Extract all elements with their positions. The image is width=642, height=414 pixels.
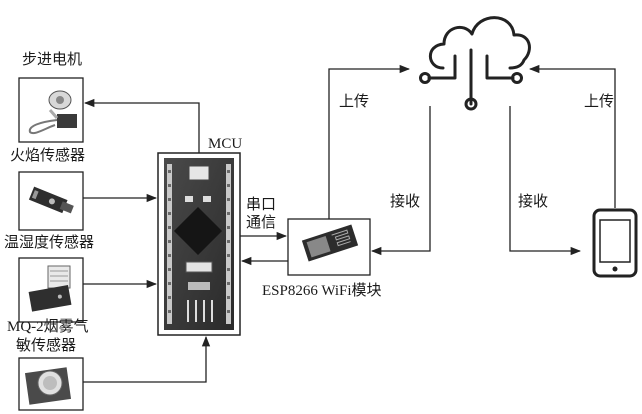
- upload-left-label: 上传: [339, 92, 370, 110]
- serial-label-line1: 串口: [246, 195, 277, 213]
- receive-right-label: 接收: [518, 192, 549, 210]
- flame-sensor-box: [18, 171, 84, 231]
- flame-label: 火焰传感器: [10, 146, 86, 164]
- arrow-mq2-to-mcu: [83, 335, 211, 383]
- stepper-motor-box: [18, 77, 84, 143]
- mcu-board: [157, 152, 241, 336]
- arrow-phone-upload: [528, 64, 616, 208]
- temp-humidity-sensor-box: [18, 257, 84, 323]
- smartphone-icon: [592, 208, 638, 278]
- wifi-label: ESP8266 WiFi模块: [262, 283, 382, 299]
- stepper-label: 步进电机: [22, 50, 83, 68]
- arrow-cloud-to-phone: [509, 106, 582, 256]
- cloud-network-icon: [419, 16, 531, 111]
- mq2-sensor-box: [18, 357, 84, 411]
- arrow-mcu-to-stepper: [83, 98, 200, 153]
- connections: [83, 64, 616, 383]
- arrow-wifi-upload: [328, 64, 411, 219]
- esp8266-module: [287, 218, 371, 276]
- mq2-label-line1: MQ-2烟雾气: [7, 319, 89, 335]
- arrow-cloud-to-wifi: [370, 106, 431, 256]
- receive-left-label: 接收: [390, 192, 421, 210]
- upload-right-label: 上传: [584, 92, 615, 110]
- serial-label-line2: 通信: [246, 213, 277, 231]
- mcu-label: MCU: [208, 136, 243, 152]
- temp-humidity-label: 温湿度传感器: [4, 233, 95, 251]
- mq2-label-line2: 敏传感器: [16, 336, 77, 354]
